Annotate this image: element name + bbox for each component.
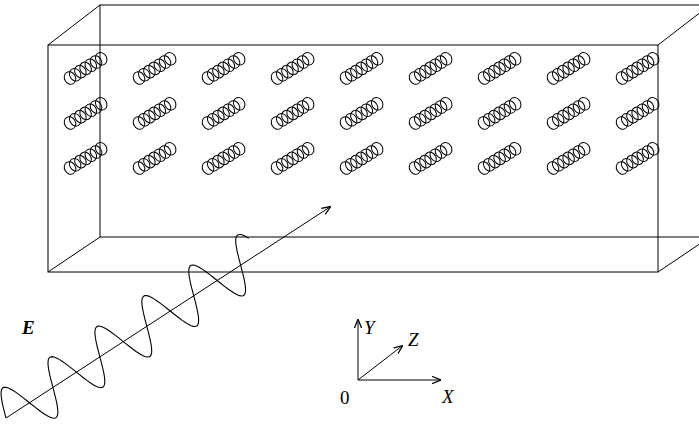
origin-label: 0 <box>340 388 350 407</box>
coil-turn <box>576 95 592 112</box>
coil-turn <box>645 140 661 157</box>
edge <box>658 237 699 272</box>
helix-array <box>62 50 661 176</box>
coil-turn <box>93 140 109 157</box>
coil-turn <box>507 50 523 67</box>
coil-turn <box>93 50 109 67</box>
edge <box>48 5 100 45</box>
coil-turn <box>507 95 523 112</box>
coil-turn <box>438 50 454 67</box>
coil-turn <box>231 140 247 157</box>
axis-label: Y <box>364 318 375 337</box>
coil-turn <box>438 140 454 157</box>
coil-turn <box>231 95 247 112</box>
front-face <box>48 45 658 272</box>
y-axis <box>358 320 359 380</box>
coil-turn <box>645 50 661 67</box>
axis-label: Z <box>408 330 419 349</box>
axis-label: X <box>442 387 454 406</box>
coil-turn <box>369 50 385 67</box>
coil-turn <box>507 140 523 157</box>
propagation-axis <box>6 207 330 418</box>
x-axis <box>358 380 440 381</box>
em-wave <box>1 207 330 418</box>
sine-wave <box>1 234 249 418</box>
coil-turn <box>576 50 592 67</box>
prism-outline <box>48 5 699 272</box>
coil-turn <box>300 95 316 112</box>
coil-turn <box>162 50 178 67</box>
coil-turn <box>576 140 592 157</box>
coil-turn <box>162 95 178 112</box>
field-label: E <box>22 318 35 337</box>
coil-turn <box>369 140 385 157</box>
coil-turn <box>438 95 454 112</box>
coil-turn <box>231 50 247 67</box>
edge <box>658 5 699 45</box>
z-axis <box>358 346 402 380</box>
coil-turn <box>162 140 178 157</box>
back-face <box>100 5 699 237</box>
edge <box>48 237 100 272</box>
coil-turn <box>93 95 109 112</box>
coil-turn <box>300 50 316 67</box>
coil-turn <box>369 95 385 112</box>
coil-turn <box>300 140 316 157</box>
coil-turn <box>645 95 661 112</box>
